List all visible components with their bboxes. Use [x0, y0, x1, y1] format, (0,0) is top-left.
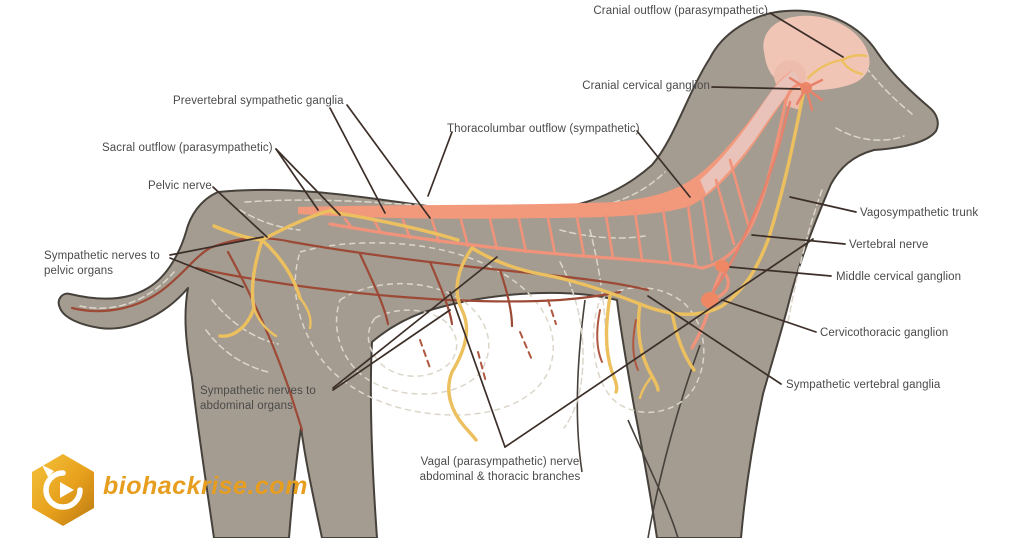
pointer-abdominal-1 — [332, 256, 498, 389]
label-cranial-cervical-ganglion: Cranial cervical ganglion — [582, 80, 710, 92]
neck-rung — [700, 194, 714, 262]
label-cervicothoracic-ganglion: Cervicothoracic ganglion — [820, 327, 949, 339]
cervicothoracic-ganglion-node — [701, 292, 719, 308]
sympathetic-red-nerves — [70, 236, 650, 432]
far-front-leg-line — [576, 299, 586, 473]
ganglia — [701, 76, 824, 308]
front-leg-overlap-line-2 — [627, 419, 679, 538]
pointer-pelvic-organs-2 — [169, 257, 244, 288]
pointer-sacral-1 — [275, 148, 319, 211]
label-cranial-outflow: Cranial outflow (parasympathetic) — [593, 5, 768, 17]
pointer-thoracolumbar-1 — [427, 131, 453, 197]
pointer-sacral-2 — [275, 148, 341, 216]
pointer-pelvic-organs-1 — [169, 236, 264, 256]
label-prevertebral-sympathetic-ganglia: Prevertebral sympathetic ganglia — [173, 95, 344, 107]
neck-rung — [728, 158, 750, 226]
pointer-cranial-cervical-ganglion — [711, 86, 801, 90]
neck-rung — [714, 178, 736, 246]
pointer-vagosympathetic — [789, 196, 857, 213]
label-middle-cervical-ganglion: Middle cervical ganglion — [836, 271, 962, 283]
pointer-prevertebral-1 — [329, 107, 386, 214]
label-vagosympathetic-trunk: Vagosympathetic trunk — [860, 207, 979, 219]
pointer-symp-vertebral-ganglia — [647, 295, 782, 385]
pointer-cervicothoracic — [721, 299, 817, 333]
middle-cervical-ganglion-node — [715, 260, 729, 272]
label-sacral-outflow: Sacral outflow (parasympathetic) — [102, 142, 273, 154]
logo-swirl — [43, 470, 83, 510]
watermark-site-text: biohackrise.com — [103, 472, 308, 500]
pointer-vertebral-nerve — [751, 234, 846, 245]
pointer-abdominal-2 — [332, 309, 451, 391]
spinal-cord-cervical-segment — [700, 70, 800, 194]
logo-play-triangle — [60, 482, 74, 498]
biohackrise-logo-icon — [32, 454, 94, 526]
cranial-cervical-ganglion-node — [788, 76, 824, 112]
pointer-cranial-outflow — [769, 12, 844, 58]
pointer-middle-cervical — [729, 266, 832, 277]
pointer-vagal-right — [504, 238, 814, 448]
label-sympathetic-nerves-pelvic: Sympathetic nerves to pelvic organs — [44, 250, 160, 277]
pointer-pelvic-nerve — [212, 186, 268, 238]
label-thoracolumbar-outflow: Thoracolumbar outflow (sympathetic) — [447, 123, 640, 135]
logo-swoosh-tail — [42, 465, 54, 477]
label-sympathetic-vertebral-ganglia: Sympathetic vertebral ganglia — [786, 379, 941, 391]
pointer-prevertebral-2 — [346, 104, 431, 219]
pointer-vagal-left — [449, 291, 506, 448]
label-sympathetic-nerves-abdominal: Sympathetic nerves to abdominal organs — [200, 385, 316, 412]
spinal-cord — [298, 70, 800, 219]
label-vertebral-nerve: Vertebral nerve — [849, 239, 929, 251]
pointer-lines — [169, 12, 857, 448]
pointer-thoracolumbar-2 — [636, 130, 691, 198]
vagosympathetic-trunk-path — [470, 88, 806, 316]
vertebral-nerve-path — [710, 100, 792, 296]
label-pelvic-nerve: Pelvic nerve — [148, 180, 212, 192]
label-vagal-nerve-branches: Vagal (parasympathetic) nerve abdominal … — [419, 456, 581, 483]
